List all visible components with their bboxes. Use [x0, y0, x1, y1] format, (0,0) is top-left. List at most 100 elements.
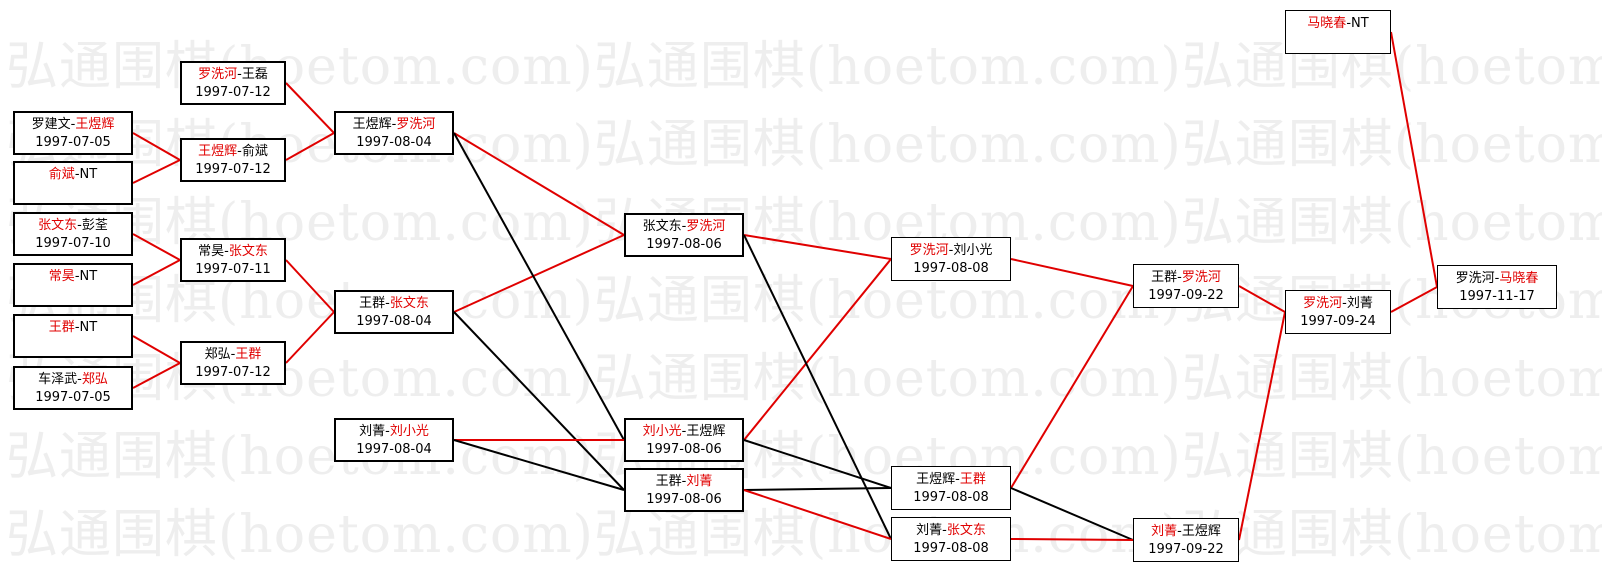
bracket-edge [132, 362, 181, 389]
loser-name: 王煜辉 [352, 117, 392, 132]
bracket-edge [1238, 311, 1286, 541]
separator: - [385, 424, 390, 439]
winner-name: 罗洗河 [1181, 270, 1221, 285]
match-box[interactable]: 王群-NT [13, 314, 133, 358]
bracket-edge [132, 259, 181, 286]
separator: - [1177, 270, 1182, 285]
match-date: 1997-08-06 [646, 492, 722, 507]
winner-name: 王煜辉 [198, 144, 238, 159]
match-players: 王群-张文东 [336, 295, 452, 313]
match-players: 马晓春-NT [1286, 15, 1390, 33]
separator: - [391, 117, 397, 132]
match-players: 王煜辉-王群 [892, 471, 1010, 489]
loser-name: 彭荃 [81, 218, 108, 233]
separator: - [681, 474, 687, 489]
loser-name: NT [79, 167, 98, 182]
bracket-edge [285, 82, 335, 134]
winner-name: 王群 [959, 472, 986, 487]
loser-name: 俞斌 [241, 144, 268, 159]
match-date: 1997-08-06 [646, 442, 722, 457]
bracket-edge [1010, 285, 1134, 489]
match-box[interactable]: 马晓春-NT [1285, 10, 1391, 54]
match-players: 俞斌-NT [15, 166, 131, 184]
bracket-edge [453, 132, 625, 441]
match-players: 王群-NT [15, 319, 131, 337]
loser-name: 刘菁 [359, 424, 386, 439]
bracket-edge [453, 234, 625, 313]
winner-name: 王群 [235, 347, 262, 362]
winner-name: 刘小光 [642, 424, 682, 439]
winner-name: 常昊 [48, 269, 75, 284]
loser-name: 王磊 [241, 67, 268, 82]
separator: - [1342, 296, 1347, 311]
match-date: 1997-08-04 [356, 135, 432, 150]
loser-name: 王群 [359, 296, 386, 311]
match-players: 罗洗河-马晓春 [1438, 270, 1556, 288]
winner-name: 王煜辉 [75, 117, 115, 132]
loser-name: 张文东 [642, 219, 682, 234]
match-date: 1997-07-10 [35, 236, 111, 251]
separator: - [385, 296, 390, 311]
winner-name: 郑弘 [81, 372, 108, 387]
bracket-edge [453, 132, 625, 236]
loser-name: 王煜辉 [686, 424, 726, 439]
winner-name: 张文东 [38, 218, 78, 233]
bracket-edge [132, 132, 181, 161]
match-players: 常昊-NT [15, 268, 131, 286]
winner-name: 马晓春 [1499, 271, 1539, 286]
winner-name: 俞斌 [48, 167, 75, 182]
loser-name: 刘菁 [1346, 296, 1373, 311]
loser-name: 刘小光 [953, 243, 993, 258]
separator: - [1346, 16, 1352, 31]
bracket-edge [743, 234, 892, 540]
match-box[interactable]: 常昊-NT [13, 263, 133, 307]
separator: - [942, 523, 947, 538]
match-date: 1997-09-22 [1148, 288, 1224, 303]
bracket-edge [1390, 286, 1438, 313]
match-date: 1997-07-12 [195, 365, 271, 380]
match-players: 王煜辉-俞斌 [182, 143, 284, 161]
loser-name: 王群 [1151, 270, 1178, 285]
match-date: 1997-07-05 [35, 135, 111, 150]
separator: - [1494, 271, 1500, 286]
match-date: 1997-08-04 [356, 442, 432, 457]
bracket-edge [285, 259, 335, 313]
winner-name: 张文东 [228, 244, 268, 259]
loser-name: 刘菁 [916, 523, 943, 538]
winner-name: 刘菁 [1151, 524, 1178, 539]
match-players: 王群-罗洗河 [1134, 269, 1238, 287]
bracket-edge [1238, 285, 1286, 313]
bracket-edge [1010, 538, 1134, 541]
match-date: 1997-07-05 [35, 390, 111, 405]
match-box[interactable]: 俞斌-NT [13, 161, 133, 205]
loser-name: 罗建文 [31, 117, 71, 132]
bracket-edge [1390, 31, 1438, 288]
winner-name: 张文东 [946, 523, 986, 538]
match-date: 1997-08-06 [646, 237, 722, 252]
bracket-edge [453, 439, 625, 491]
bracket-edge [743, 489, 892, 540]
bracket-edge [1010, 258, 1134, 287]
bracket-edge [285, 132, 335, 161]
